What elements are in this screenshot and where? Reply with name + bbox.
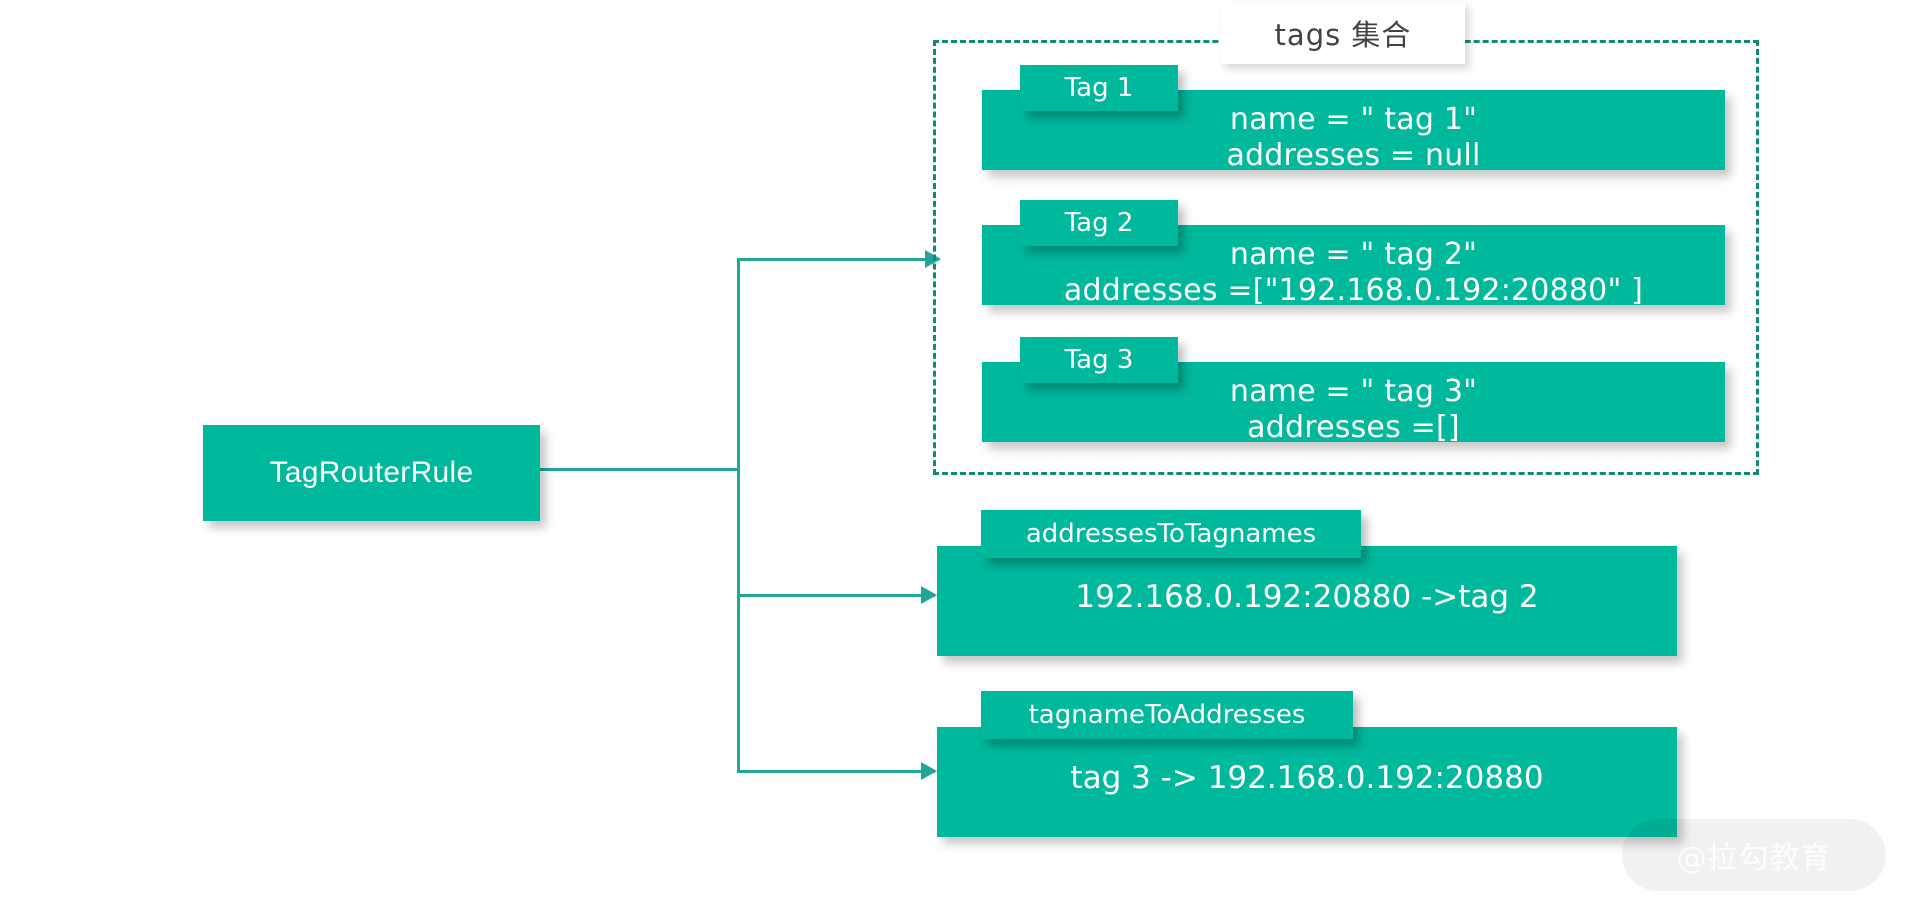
tag-2-line-1: name = " tag 2" xyxy=(1229,237,1478,272)
addresses-to-tagnames-label: addressesToTagnames xyxy=(981,510,1361,558)
arrowhead-to-tagname-map xyxy=(921,762,937,780)
tag-2-label: Tag 2 xyxy=(1020,200,1178,246)
arrowhead-to-addresses-map xyxy=(921,586,937,604)
tag-2-line-2: addresses =["192.168.0.192:20880" ] xyxy=(1063,273,1644,308)
tag-router-rule-node: TagRouterRule xyxy=(203,425,540,521)
connector-trunk-to-addresses-map xyxy=(737,594,935,597)
tagname-to-addresses-label: tagnameToAddresses xyxy=(981,691,1353,739)
tag-router-rule-label: TagRouterRule xyxy=(269,456,474,489)
addresses-to-tagnames-body: 192.168.0.192:20880 ->tag 2 xyxy=(937,546,1677,656)
connector-trunk-to-tags xyxy=(737,258,939,261)
watermark: @拉勾教育 xyxy=(1622,819,1886,891)
tagname-to-addresses-body: tag 3 -> 192.168.0.192:20880 xyxy=(937,727,1677,837)
tags-collection-title: tags 集合 xyxy=(1221,2,1465,64)
connector-trunk xyxy=(737,258,740,772)
connector-root-to-trunk xyxy=(540,468,740,471)
tag-3-line-2: addresses =[] xyxy=(1247,410,1460,445)
tag-1-line-2: addresses = null xyxy=(1226,138,1481,173)
connector-trunk-to-tagname-map xyxy=(737,770,935,773)
tag-1-label: Tag 1 xyxy=(1020,65,1178,111)
addresses-to-tagnames-entry: 192.168.0.192:20880 ->tag 2 xyxy=(1075,579,1539,615)
tagname-to-addresses-entry: tag 3 -> 192.168.0.192:20880 xyxy=(1070,760,1544,796)
tag-1-line-1: name = " tag 1" xyxy=(1229,102,1478,137)
tag-3-label: Tag 3 xyxy=(1020,337,1178,383)
tag-3-line-1: name = " tag 3" xyxy=(1229,374,1478,409)
